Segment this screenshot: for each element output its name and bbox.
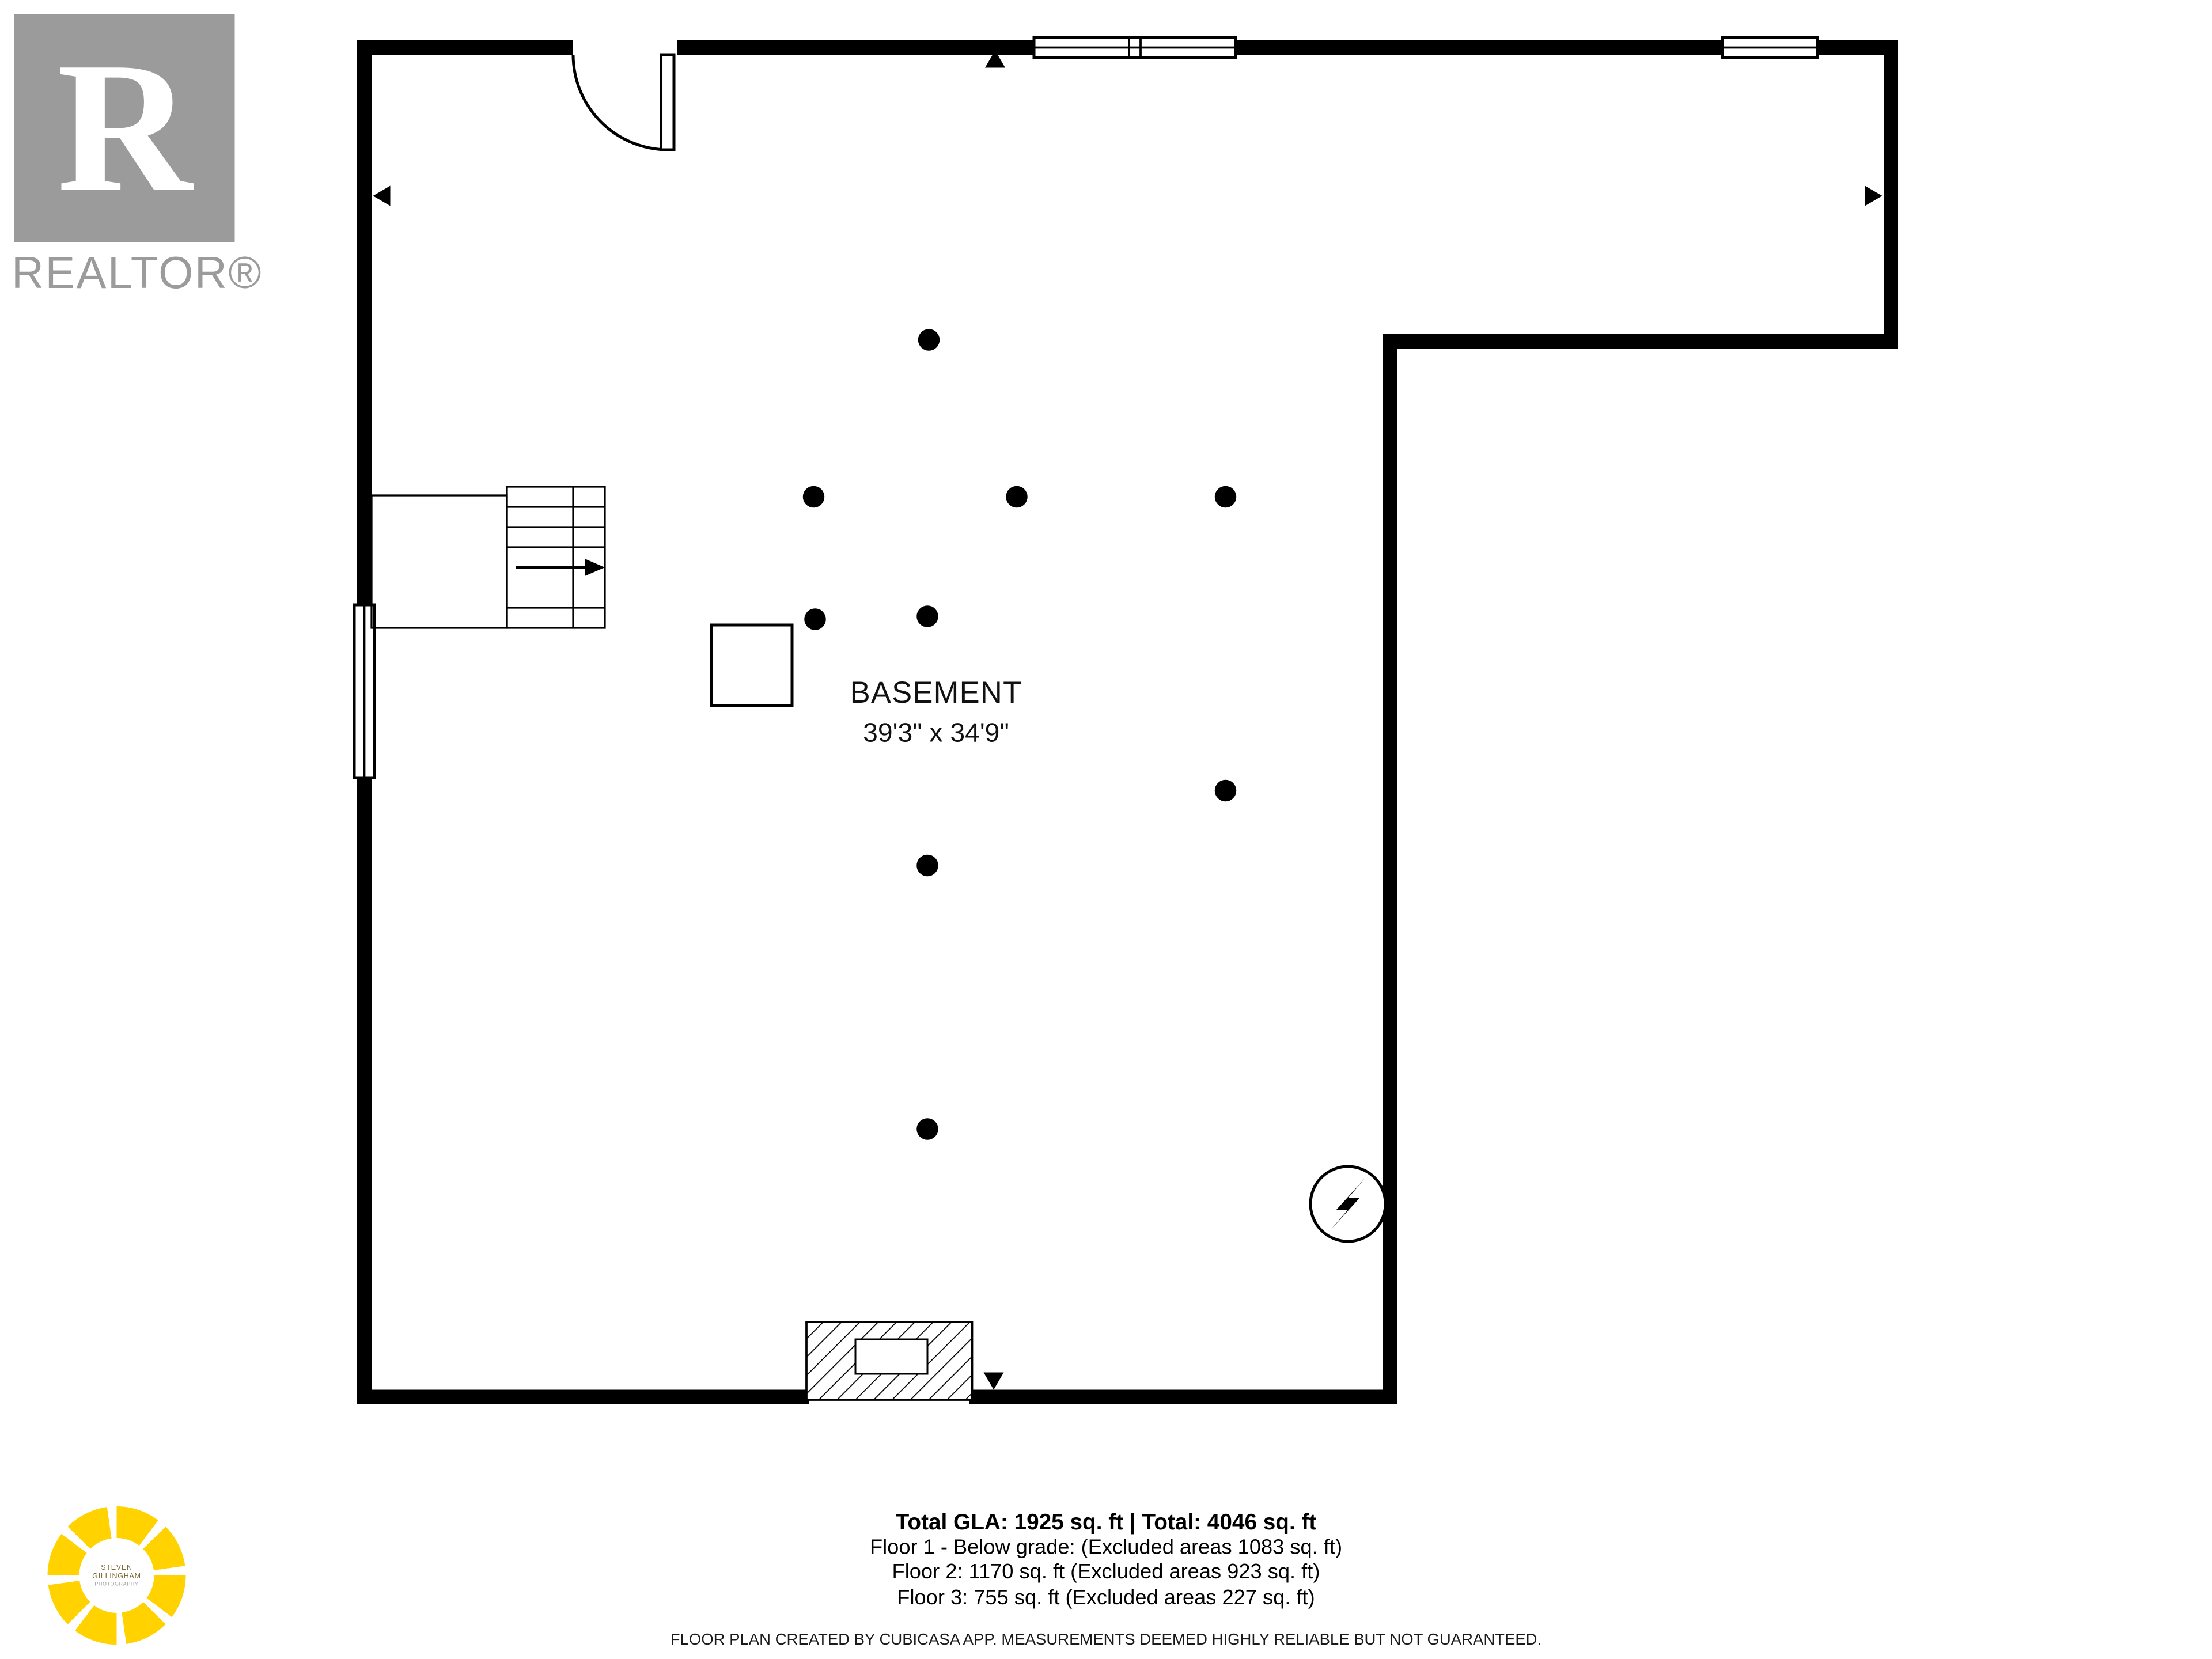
realtor-logo-letter: R bbox=[56, 24, 192, 232]
floor2-line: Floor 2: 1170 sq. ft (Excluded areas 923… bbox=[892, 1561, 1320, 1585]
room-label: BASEMENT bbox=[850, 677, 1022, 710]
room-dimensions: 39'3" x 34'9" bbox=[863, 717, 1009, 748]
realtor-wordmark: REALTOR® bbox=[12, 248, 263, 298]
basement-entrance-hatch bbox=[805, 1321, 974, 1401]
entry-door bbox=[571, 53, 676, 151]
utility-square bbox=[710, 623, 794, 707]
arrow-left-icon bbox=[373, 185, 391, 206]
outer-walls bbox=[357, 40, 1898, 1404]
arrow-up-icon bbox=[985, 50, 1005, 68]
window-top-right bbox=[1721, 36, 1819, 59]
stair-direction-arrow-icon bbox=[585, 559, 605, 576]
disclaimer-text: FLOOR PLAN CREATED BY CUBICASA APP. MEAS… bbox=[670, 1631, 1542, 1649]
direction-arrows bbox=[373, 50, 1883, 1390]
floor3-line: Floor 3: 755 sq. ft (Excluded areas 227 … bbox=[897, 1586, 1315, 1609]
photographer-logo-icon: STEVEN GILLINGHAM PHOTOGRAPHY bbox=[47, 1506, 186, 1645]
area-summary: Total GLA: 1925 sq. ft | Total: 4046 sq.… bbox=[0, 1511, 2212, 1612]
window-top-double bbox=[1032, 36, 1237, 59]
total-gla-line: Total GLA: 1925 sq. ft | Total: 4046 sq.… bbox=[895, 1510, 1317, 1536]
floor1-line: Floor 1 - Below grade: (Excluded areas 1… bbox=[869, 1536, 1343, 1560]
photographer-name-line3: PHOTOGRAPHY bbox=[94, 1580, 139, 1586]
photographer-logo-center: STEVEN GILLINGHAM PHOTOGRAPHY bbox=[79, 1538, 154, 1613]
arrow-right-icon bbox=[1865, 185, 1883, 206]
photographer-name-line2: GILLINGHAM bbox=[92, 1571, 141, 1581]
arrow-down-icon bbox=[983, 1372, 1004, 1390]
staircase bbox=[370, 486, 606, 629]
window-left bbox=[353, 603, 376, 779]
support-columns bbox=[802, 329, 1237, 1140]
realtor-logo-icon: R bbox=[14, 14, 235, 242]
photographer-name-line1: STEVEN bbox=[101, 1563, 132, 1572]
electrical-panel-icon bbox=[1309, 1165, 1387, 1243]
